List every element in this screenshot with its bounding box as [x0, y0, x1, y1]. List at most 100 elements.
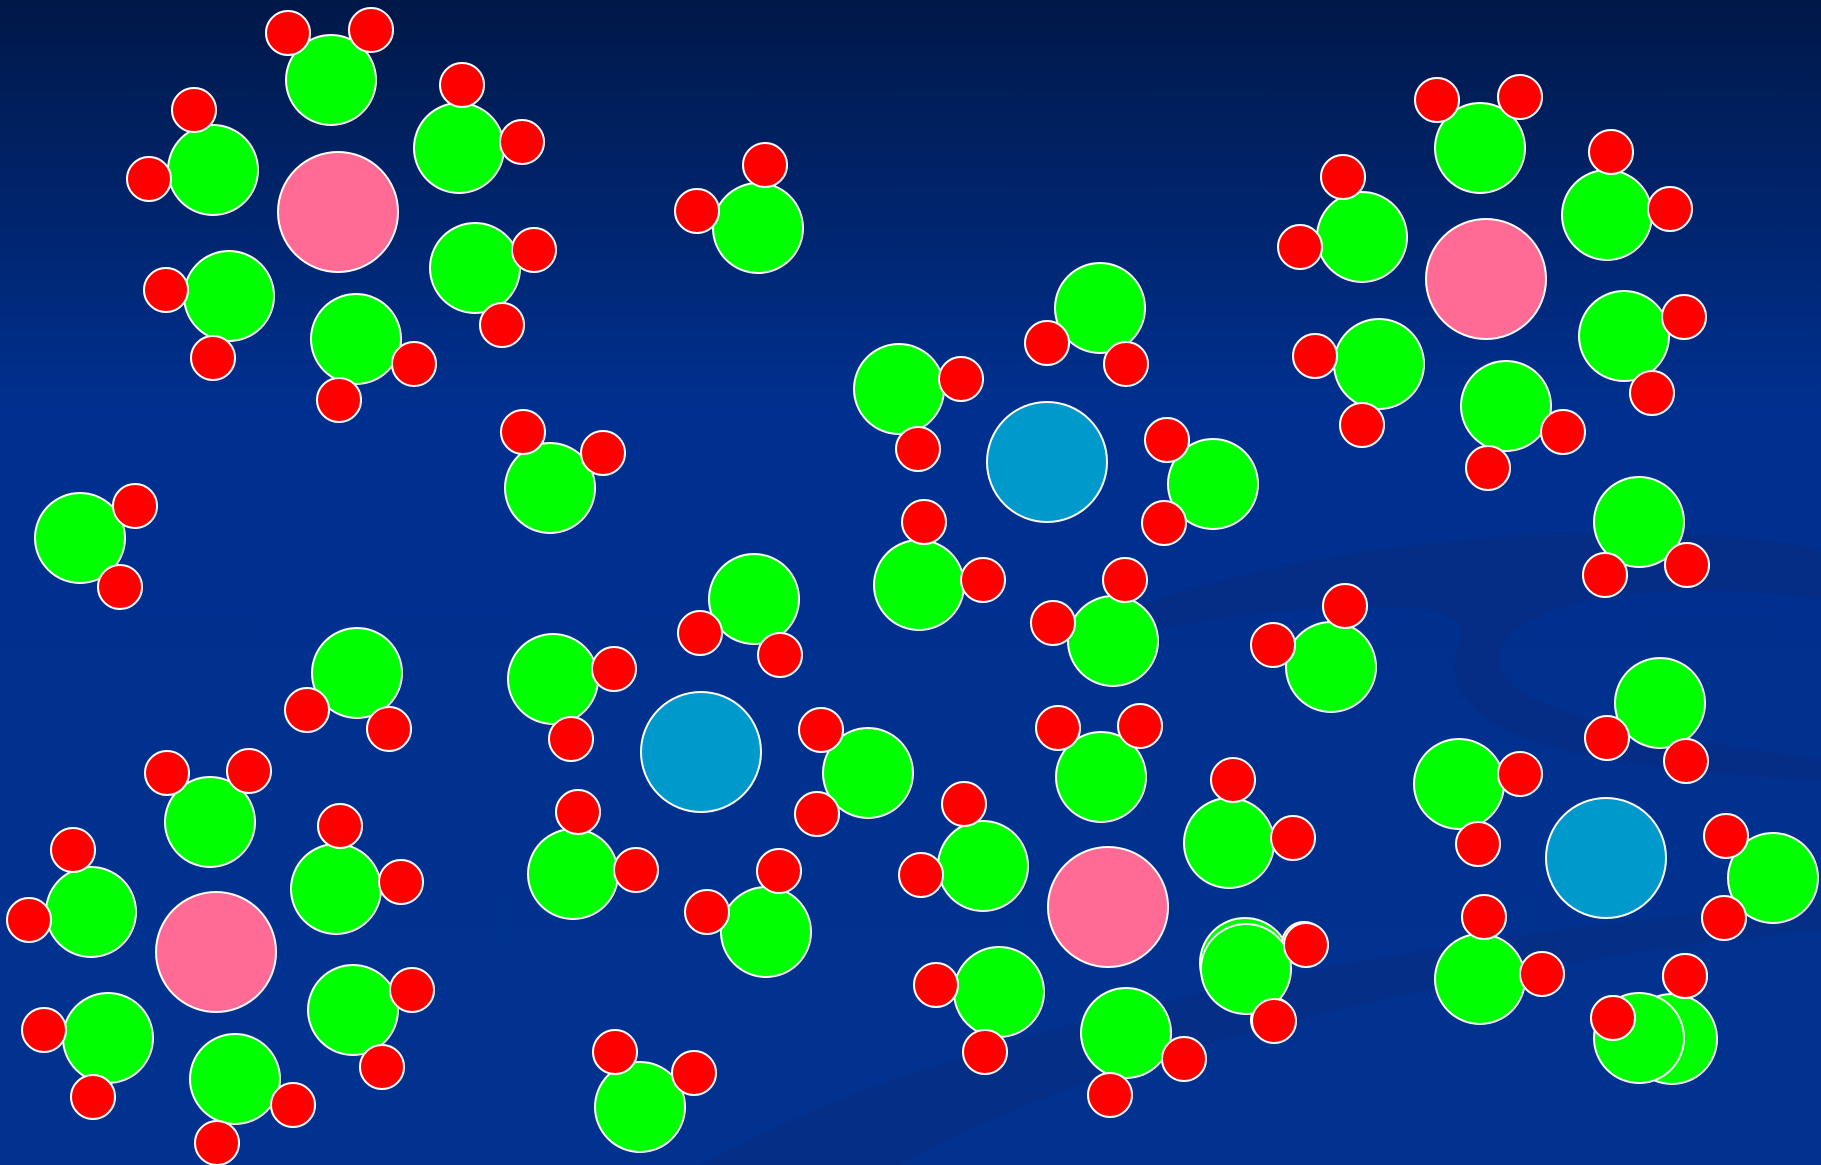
water-oxygen-atom — [1435, 934, 1525, 1024]
water-hydrogen-atom — [758, 633, 802, 677]
water-oxygen-atom — [1068, 596, 1158, 686]
anion-ion — [641, 692, 761, 812]
water-hydrogen-atom — [942, 782, 986, 826]
water-hydrogen-atom — [1591, 996, 1635, 1040]
water-hydrogen-atom — [592, 647, 636, 691]
water-hydrogen-atom — [1293, 334, 1337, 378]
water-hydrogen-atom — [556, 790, 600, 834]
water-hydrogen-atom — [1498, 75, 1542, 119]
water-hydrogen-atom — [1104, 342, 1148, 386]
water-hydrogen-atom — [1583, 553, 1627, 597]
anion-ion — [1546, 798, 1666, 918]
water-hydrogen-atom — [1466, 446, 1510, 490]
water-oxygen-atom — [721, 887, 811, 977]
water-hydrogen-atom — [1665, 543, 1709, 587]
water-hydrogen-atom — [191, 336, 235, 380]
water-oxygen-atom — [1579, 291, 1669, 381]
water-oxygen-atom — [1286, 622, 1376, 712]
water-hydrogen-atom — [71, 1075, 115, 1119]
water-oxygen-atom — [1461, 361, 1551, 451]
water-hydrogen-atom — [1323, 584, 1367, 628]
water-hydrogen-atom — [1662, 295, 1706, 339]
water-hydrogen-atom — [1162, 1037, 1206, 1081]
water-hydrogen-atom — [1088, 1073, 1132, 1117]
water-hydrogen-atom — [480, 303, 524, 347]
water-oxygen-atom — [1317, 192, 1407, 282]
water-oxygen-atom — [713, 183, 803, 273]
water-hydrogen-atom — [1340, 403, 1384, 447]
water-oxygen-atom — [291, 844, 381, 934]
water-hydrogen-atom — [961, 558, 1005, 602]
water-oxygen-atom — [508, 634, 598, 724]
anion-ion — [987, 402, 1107, 522]
water-hydrogen-atom — [1025, 321, 1069, 365]
water-hydrogen-atom — [379, 860, 423, 904]
water-hydrogen-atom — [285, 688, 329, 732]
water-hydrogen-atom — [914, 963, 958, 1007]
water-hydrogen-atom — [593, 1030, 637, 1074]
water-hydrogen-atom — [144, 268, 188, 312]
water-hydrogen-atom — [1251, 623, 1295, 667]
water-oxygen-atom — [46, 867, 136, 957]
water-hydrogen-atom — [1585, 716, 1629, 760]
water-hydrogen-atom — [22, 1008, 66, 1052]
water-hydrogen-atom — [227, 749, 271, 793]
water-hydrogen-atom — [795, 792, 839, 836]
water-hydrogen-atom — [317, 378, 361, 422]
water-hydrogen-atom — [195, 1121, 239, 1165]
water-hydrogen-atom — [963, 1030, 1007, 1074]
water-oxygen-atom — [184, 251, 274, 341]
water-hydrogen-atom — [1541, 410, 1585, 454]
water-hydrogen-atom — [172, 88, 216, 132]
water-oxygen-atom — [168, 125, 258, 215]
water-hydrogen-atom — [1211, 758, 1255, 802]
water-hydrogen-atom — [675, 189, 719, 233]
water-hydrogen-atom — [1036, 706, 1080, 750]
water-hydrogen-atom — [512, 228, 556, 272]
water-hydrogen-atom — [1462, 895, 1506, 939]
water-oxygen-atom — [1562, 170, 1652, 260]
water-hydrogen-atom — [1321, 155, 1365, 199]
water-oxygen-atom — [414, 103, 504, 193]
water-oxygen-atom — [854, 344, 944, 434]
water-hydrogen-atom — [501, 410, 545, 454]
water-hydrogen-atom — [902, 500, 946, 544]
water-hydrogen-atom — [799, 708, 843, 752]
water-oxygen-atom — [308, 965, 398, 1055]
water-hydrogen-atom — [581, 431, 625, 475]
water-hydrogen-atom — [1702, 896, 1746, 940]
water-hydrogen-atom — [899, 853, 943, 897]
water-hydrogen-atom — [318, 804, 362, 848]
cation-ion — [1048, 847, 1168, 967]
water-oxygen-atom — [938, 821, 1028, 911]
water-hydrogen-atom — [1648, 187, 1692, 231]
water-oxygen-atom — [954, 947, 1044, 1037]
water-hydrogen-atom — [392, 342, 436, 386]
water-hydrogen-atom — [1664, 739, 1708, 783]
water-hydrogen-atom — [1142, 501, 1186, 545]
water-oxygen-atom — [1414, 739, 1504, 829]
water-hydrogen-atom — [145, 751, 189, 795]
water-hydrogen-atom — [678, 611, 722, 655]
water-hydrogen-atom — [127, 157, 171, 201]
cation-ion — [278, 152, 398, 272]
water-hydrogen-atom — [113, 484, 157, 528]
water-hydrogen-atom — [500, 120, 544, 164]
water-oxygen-atom — [528, 829, 618, 919]
water-hydrogen-atom — [360, 1045, 404, 1089]
water-hydrogen-atom — [1630, 371, 1674, 415]
water-hydrogen-atom — [1031, 601, 1075, 645]
water-hydrogen-atom — [1663, 954, 1707, 998]
cation-ion — [156, 892, 276, 1012]
water-hydrogen-atom — [98, 565, 142, 609]
water-hydrogen-atom — [1252, 999, 1296, 1043]
cation-ion — [1426, 219, 1546, 339]
water-hydrogen-atom — [266, 11, 310, 55]
water-hydrogen-atom — [440, 63, 484, 107]
water-hydrogen-atom — [1704, 814, 1748, 858]
water-hydrogen-atom — [1520, 952, 1564, 996]
water-hydrogen-atom — [672, 1051, 716, 1095]
water-oxygen-atom — [1334, 319, 1424, 409]
water-hydrogen-atom — [685, 890, 729, 934]
